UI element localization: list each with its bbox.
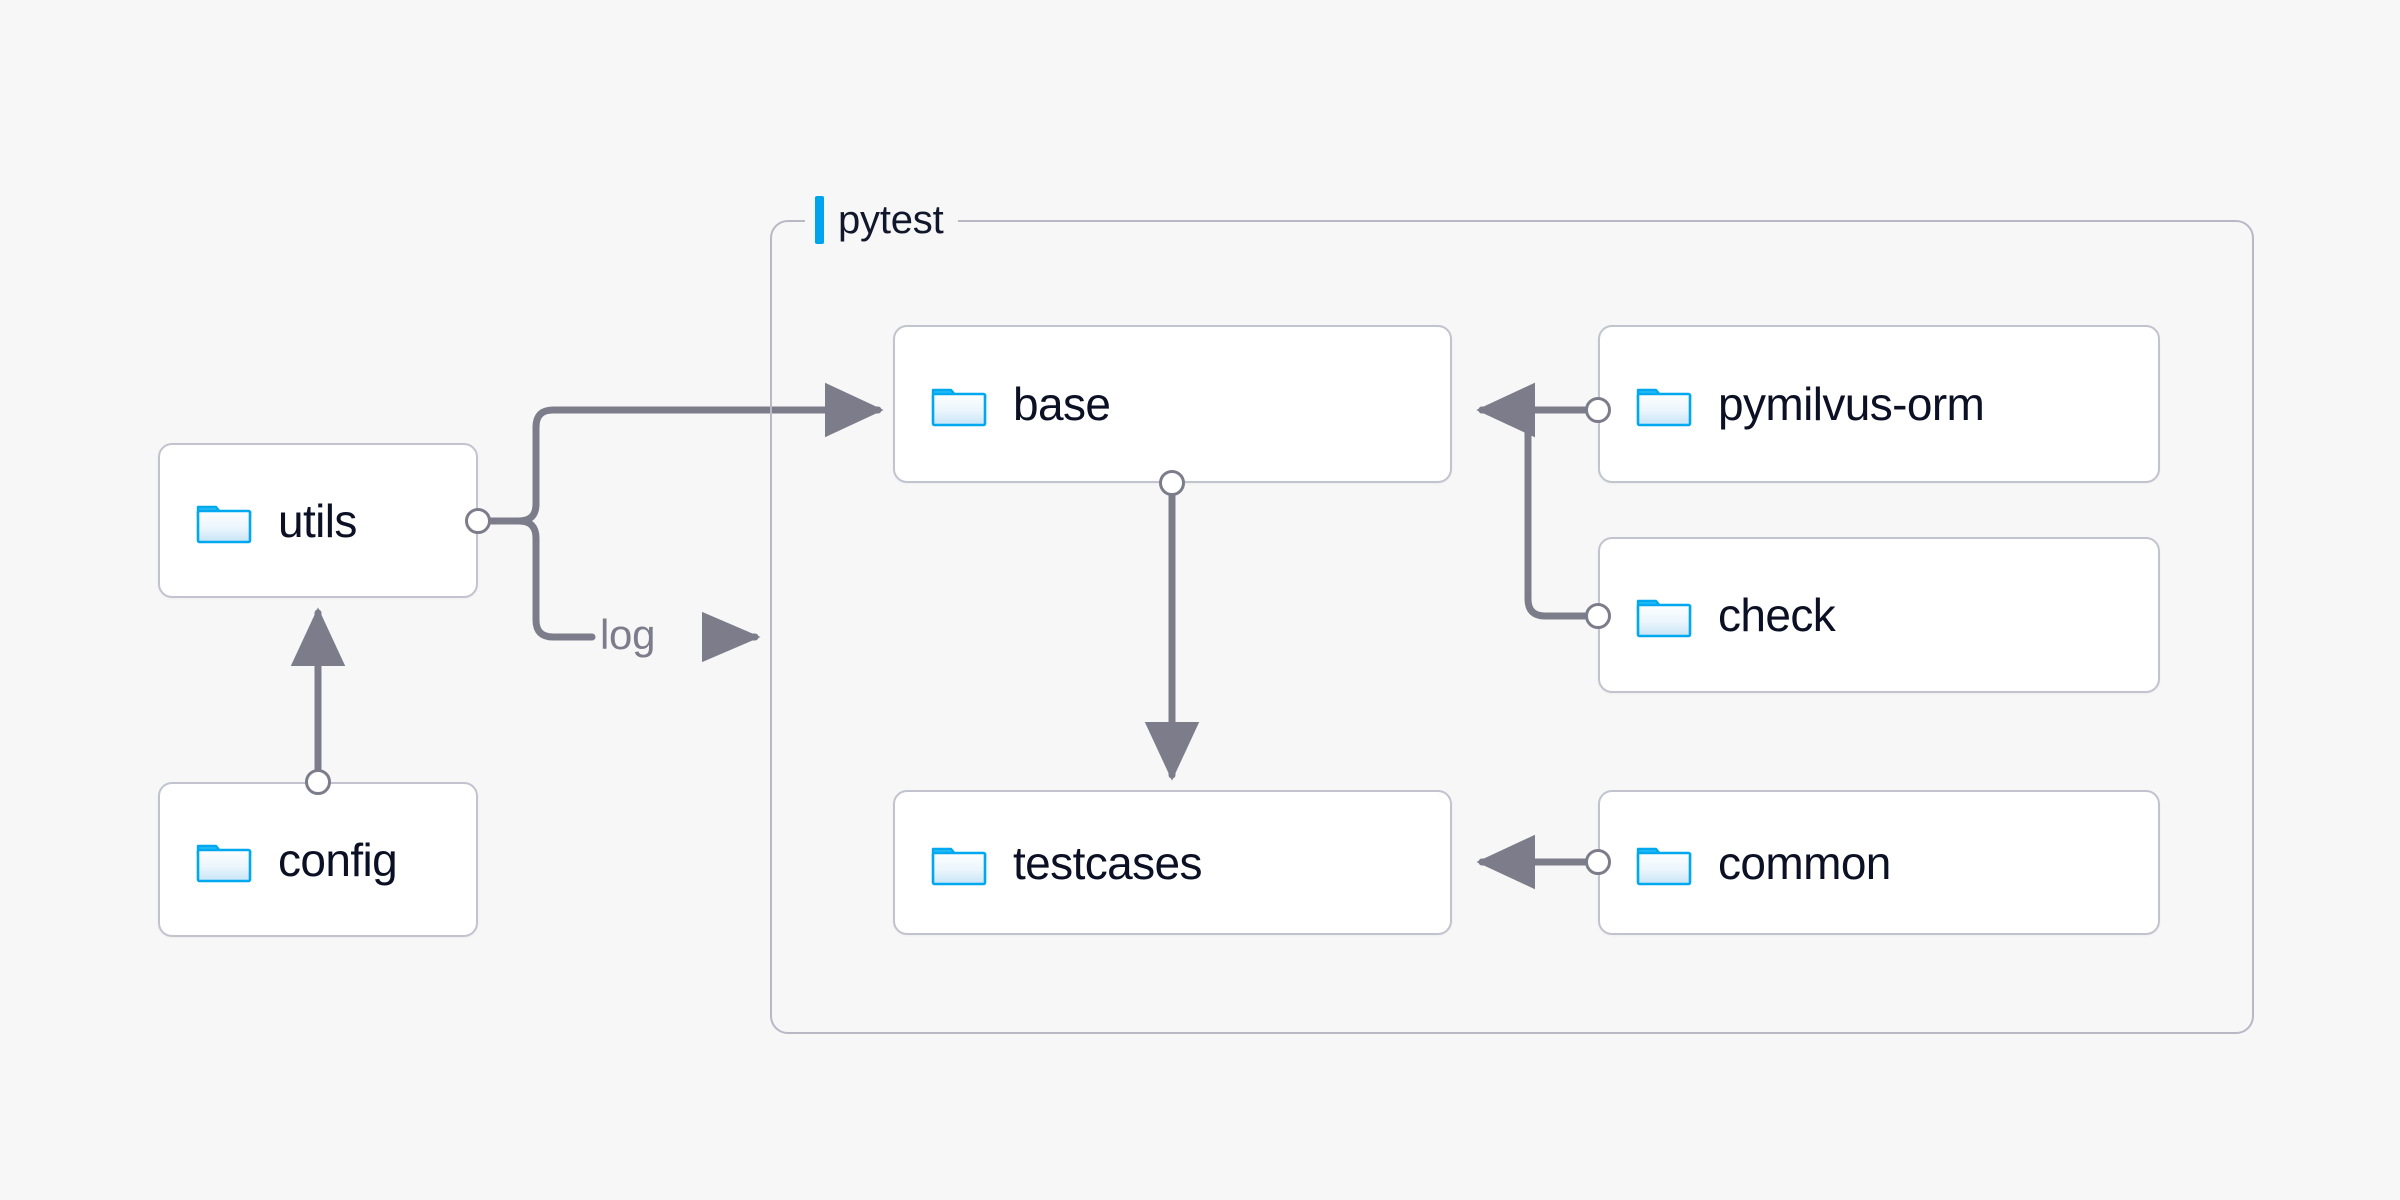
node-testcases[interactable]: testcases	[893, 790, 1452, 935]
node-label-check: check	[1718, 589, 1836, 641]
node-base[interactable]: base	[893, 325, 1452, 483]
folder-icon	[1636, 840, 1692, 886]
edge-check-to-base	[1476, 382, 1589, 620]
node-label-base: base	[1013, 378, 1111, 430]
folder-icon	[196, 837, 252, 883]
port-check-left[interactable]	[1585, 603, 1611, 629]
node-label-utils: utils	[278, 494, 357, 547]
port-utils-right[interactable]	[465, 508, 491, 534]
port-common-left[interactable]	[1585, 849, 1611, 875]
node-common[interactable]: common	[1598, 790, 2160, 935]
edge-label-log: log	[600, 611, 656, 658]
port-pymilvus-orm-left[interactable]	[1585, 397, 1611, 423]
folder-icon	[931, 840, 987, 886]
port-base-bottom[interactable]	[1159, 470, 1185, 496]
group-label-pytest: pytest	[805, 193, 958, 247]
node-config[interactable]: config	[158, 782, 478, 937]
node-label-pymilvus-orm: pymilvus-orm	[1718, 378, 1985, 430]
folder-icon	[931, 381, 987, 427]
edge-utils-to-pytest	[515, 517, 596, 641]
accent-bar-icon	[815, 196, 824, 244]
folder-icon	[196, 498, 252, 544]
node-label-common: common	[1718, 836, 1891, 889]
group-title-text: pytest	[838, 198, 944, 242]
node-utils[interactable]: utils	[158, 443, 478, 598]
folder-icon	[1636, 592, 1692, 638]
node-check[interactable]: check	[1598, 537, 2160, 693]
node-label-config: config	[278, 833, 398, 886]
folder-icon	[1636, 381, 1692, 427]
node-pymilvus-orm[interactable]: pymilvus-orm	[1598, 325, 2160, 483]
port-config-top[interactable]	[305, 769, 331, 795]
group-container-pytest[interactable]	[770, 220, 2254, 1034]
node-label-testcases: testcases	[1013, 836, 1203, 889]
